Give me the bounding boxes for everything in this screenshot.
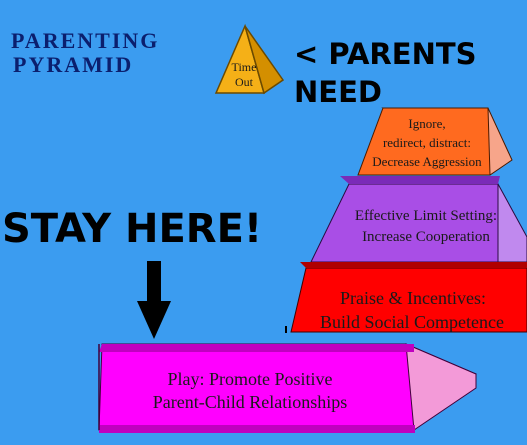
tier-relationships bbox=[98, 326, 477, 433]
time-out-pyramid bbox=[214, 23, 285, 95]
tier-aggression-line-1: Ignore, bbox=[408, 116, 446, 131]
tier-social-competence-line-2: Build Social Competence bbox=[320, 312, 504, 332]
tier-cooperation-label: Effective Limit Setting: Increase Cooper… bbox=[340, 206, 512, 248]
tier-aggression bbox=[357, 107, 513, 176]
title-line-2: PYRAMID bbox=[13, 52, 134, 77]
page-title: PARENTING PYRAMID bbox=[11, 29, 159, 77]
tier-aggression-line-3: Decrease Aggression bbox=[372, 154, 482, 169]
tier-social-competence-line-1: Praise & Incentives: bbox=[340, 288, 486, 308]
parents-need-line-1: < PARENTS bbox=[294, 37, 477, 71]
tier-social-competence-label: Praise & Incentives: Build Social Compet… bbox=[300, 286, 527, 334]
time-out-line-1: Time bbox=[231, 60, 257, 74]
tier-social-competence bbox=[290, 262, 527, 333]
parents-need-line-2: NEED bbox=[294, 75, 382, 109]
time-out-label: Time Out bbox=[221, 60, 267, 90]
tier-relationships-line-1: Play: Promote Positive bbox=[167, 369, 333, 389]
tier-cooperation-line-2: Increase Cooperation bbox=[362, 229, 490, 245]
title-line-1: PARENTING bbox=[11, 28, 160, 53]
tier-aggression-line-2: redirect, distract: bbox=[382, 135, 472, 150]
down-arrow-icon bbox=[137, 261, 171, 339]
stay-here-label: STAY HERE! bbox=[2, 206, 263, 252]
parents-need-label: < PARENTS NEED bbox=[294, 34, 477, 112]
time-out-line-2: Out bbox=[235, 75, 253, 89]
tier-cooperation bbox=[310, 176, 527, 263]
tier-aggression-label: Ignore, redirect, distract: Decrease Agg… bbox=[356, 114, 498, 171]
tier-cooperation-line-1: Effective Limit Setting: bbox=[354, 208, 498, 224]
tier-relationships-label: Play: Promote Positive Parent-Child Rela… bbox=[100, 368, 400, 414]
tier-relationships-line-2: Parent-Child Relationships bbox=[152, 392, 348, 412]
